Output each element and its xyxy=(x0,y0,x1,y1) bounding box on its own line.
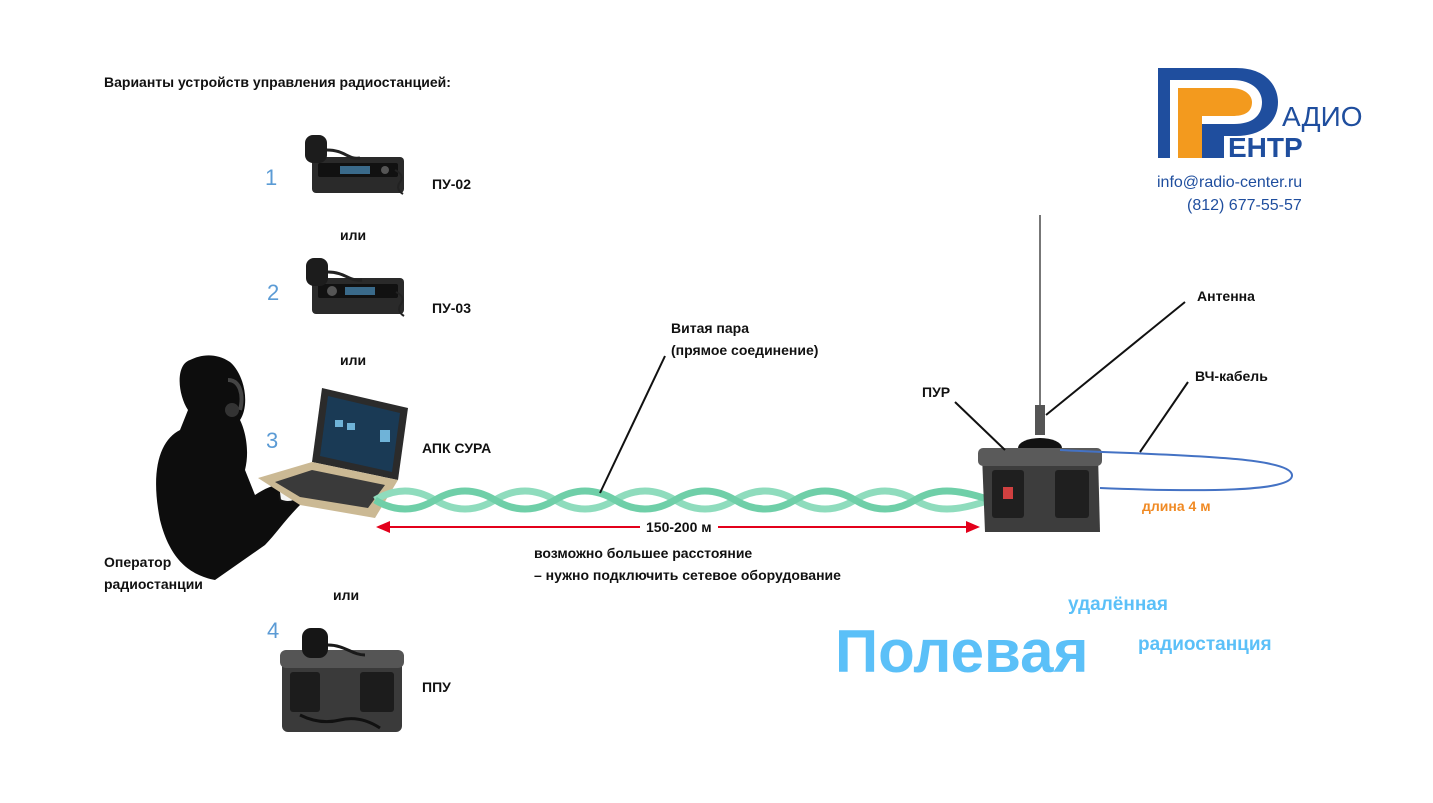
rf-cable xyxy=(1059,449,1293,492)
logo-line2: ЕНТР xyxy=(1228,132,1303,160)
field-case-ppu-icon xyxy=(280,628,404,732)
cable-length-label: длина 4 м xyxy=(1142,498,1211,514)
rf-cable-label: ВЧ-кабель xyxy=(1195,368,1268,384)
remote-radio-case-icon xyxy=(978,215,1102,532)
device-label-pu03: ПУ-03 xyxy=(432,300,472,316)
operator-figure-icon xyxy=(156,355,307,580)
twisted-pair-pointer xyxy=(599,355,666,494)
control-panel-pu02-icon xyxy=(305,135,404,195)
twisted-pair-label-line2: (прямое соединение) xyxy=(671,342,819,358)
distance-label: 150-200 м xyxy=(640,519,718,535)
device-label-pu02: ПУ-02 xyxy=(432,176,472,192)
antenna-pointer xyxy=(1045,301,1186,416)
device-label-apk-sura: АПК СУРА xyxy=(422,440,492,456)
or-label-2: или xyxy=(340,352,367,368)
or-label-1: или xyxy=(340,227,367,243)
device-number-1: 1 xyxy=(265,165,278,190)
pur-label: ПУР xyxy=(922,384,951,400)
operator-label-line1: Оператор xyxy=(104,554,172,570)
title-remote: удалённая xyxy=(1068,594,1168,615)
antenna-label: Антенна xyxy=(1197,288,1255,304)
title-field: Полевая xyxy=(835,618,1089,685)
distance-note-line1: возможно большее расстояние xyxy=(534,545,753,561)
twisted-pair-cable xyxy=(373,487,992,513)
logo-line1: АДИО xyxy=(1282,101,1362,132)
pur-pointer xyxy=(954,401,1006,451)
radio-center-logo: АДИО ЕНТР xyxy=(1150,60,1365,220)
operator-label-line2: радиостанции xyxy=(104,576,203,592)
rf-cable-pointer xyxy=(1139,381,1189,453)
device-number-3: 3 xyxy=(266,428,279,453)
control-panel-pu03-icon xyxy=(306,258,405,317)
device-number-4: 4 xyxy=(267,618,280,643)
device-label-ppu: ППУ xyxy=(422,679,451,695)
title-radiostation: радиостанция xyxy=(1138,634,1272,655)
device-number-2: 2 xyxy=(267,280,280,305)
distance-note-line2: – нужно подключить сетевое оборудование xyxy=(534,567,841,583)
twisted-pair-label-line1: Витая пара xyxy=(671,320,749,336)
contact-email[interactable]: info@radio-center.ru xyxy=(1157,174,1303,191)
contact-phone: (812) 677-55-57 xyxy=(1187,197,1302,214)
logo-mark-icon: АДИО ЕНТР xyxy=(1158,68,1362,163)
laptop-apk-sura-icon xyxy=(258,388,408,518)
diagram-heading: Варианты устройств управления радиостанц… xyxy=(104,74,451,90)
or-label-3: или xyxy=(333,587,360,603)
